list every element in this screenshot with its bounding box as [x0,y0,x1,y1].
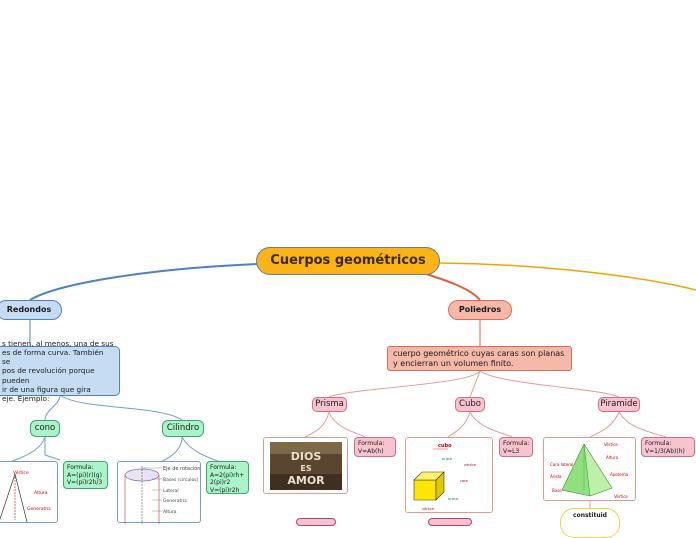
topic-poliedros[interactable]: Poliedros [448,300,512,320]
piramide-label-altura: Altura [606,455,619,460]
cube-illustration: cubo arista cara vértice arista vértice [413,443,476,511]
piramide-label-cara-lateral: Cara lateral [550,462,573,467]
redondos-description[interactable]: s tienen, al menos, una de sus es de for… [0,339,120,403]
prisma-formula[interactable]: Formula: V=Ab(h) [354,437,396,457]
piramide-label-arista: Arista [550,474,562,479]
topic-piramide[interactable]: Piramide [598,397,640,412]
cubo-label-cara: cara [460,479,468,483]
cubo-subtopic-partial[interactable] [428,518,472,526]
cono-formula[interactable]: Formula: A=(pi)(r)(g) V=(pi)r2h/3 [63,461,108,489]
piramide-subtopic[interactable]: constituid [560,508,620,538]
cono-label-generatriz: Generatriz [27,506,51,512]
cubo-label-arista-2: arista [448,497,458,501]
prisma-photo-text-2: ES [300,464,311,473]
cilindro-label-generatriz: Generatriz [163,498,187,504]
topic-prisma[interactable]: Prisma [312,397,347,412]
prisma-photo-text-3: AMOR [287,474,325,487]
cilindro-formula[interactable]: Formula: A=2(pi)rh+ 2(pi)r2 V=(pi)r2h [206,461,249,494]
pyramid-illustration: Vértice Altura Cara lateral Arista Apote… [550,442,629,499]
cilindro-label-bases: Bases (círculos) [163,476,199,483]
cylinder-illustration: Eje de rotación Bases (círculos) Lateral… [124,465,200,524]
cubo-label-vertice-1: vértice [464,463,476,467]
cono-label-altura: Altura [34,490,48,496]
cono-image: Vértice Altura Generatriz [0,461,58,523]
piramide-label-base: Base [552,488,562,493]
piramide-formula[interactable]: Formula: V=1/3(Ab)(h) [641,437,695,457]
topic-cilindro[interactable]: Cilindro [162,420,204,437]
cone-illustration: Vértice Altura Generatriz [0,469,51,523]
topic-redondos[interactable]: Redondos [0,300,62,320]
cilindro-image: Eje de rotación Bases (círculos) Lateral… [117,461,201,524]
cubo-label-vertice-2: vértice [422,507,434,511]
cubo-formula[interactable]: Formula: V=L3 [499,437,533,457]
piramide-image: Vértice Altura Cara lateral Arista Apote… [543,437,636,501]
connector-lines [9,262,696,508]
prisma-image: DIOS ES AMOR [263,437,348,494]
cubo-label-title: cubo [438,443,452,449]
cono-label-vertice: Vértice [13,469,29,476]
cubo-label-arista-1: arista [442,457,452,461]
cilindro-label-altura: Altura [163,509,177,515]
central-topic[interactable]: Cuerpos geométricos [256,247,440,275]
topic-cubo[interactable]: Cubo [455,397,485,412]
cilindro-label-lateral: Lateral [163,488,179,494]
cilindro-label-eje: Eje de rotación [163,465,200,472]
topic-cono[interactable]: cono [30,420,60,437]
piramide-label-apotema: Apotema [610,472,629,477]
prisma-photo: DIOS ES AMOR [270,442,342,490]
cubo-image: cubo arista cara vértice arista vértice [405,437,493,513]
prisma-photo-text-1: DIOS [291,450,322,463]
prisma-subtopic-partial[interactable] [296,518,336,526]
poliedros-description[interactable]: cuerpo geométrico cuyas caras son planas… [387,346,572,371]
piramide-label-vertice-2: Vértice [614,494,628,499]
piramide-label-vertice-1: Vértice [604,442,618,447]
